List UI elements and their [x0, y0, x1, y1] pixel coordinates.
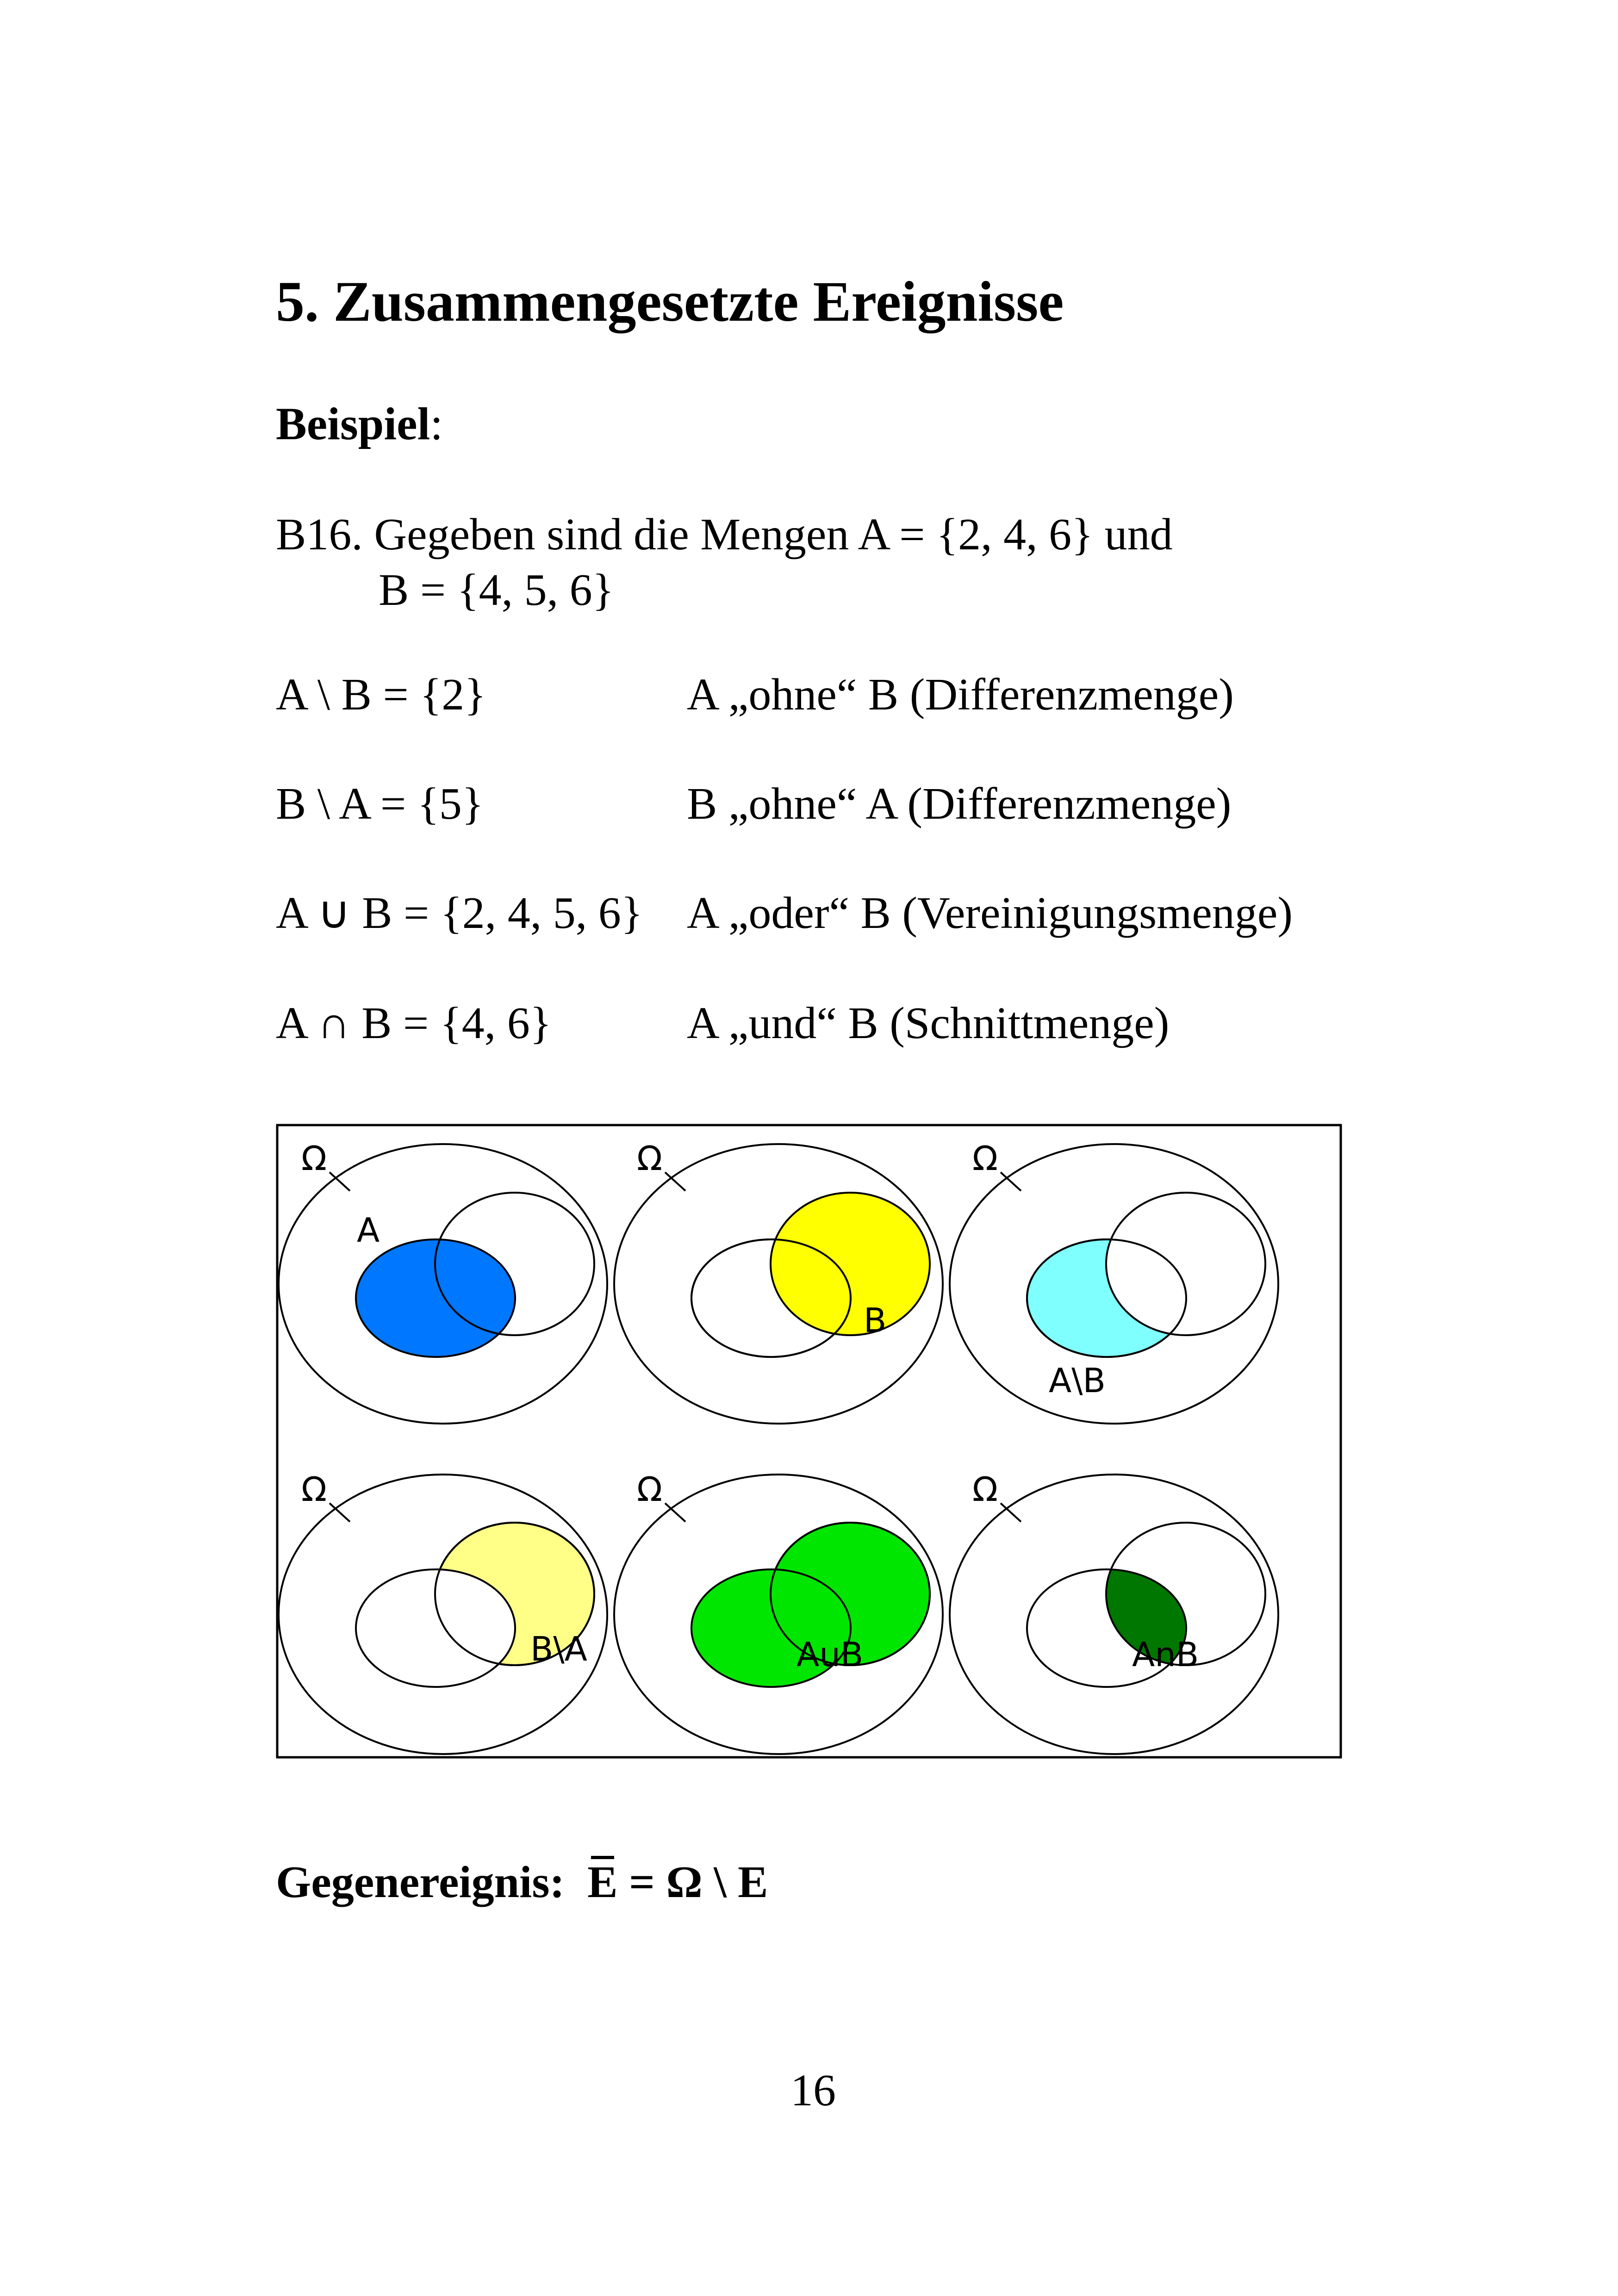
omega-pointer: [329, 1171, 351, 1192]
set-description-1: A „ohne“ B (Differenzmenge): [687, 670, 1234, 720]
omega-pointer: [1000, 1171, 1022, 1192]
omega-circle: [278, 1474, 608, 1755]
venn-label-a-intersect-b: AnB: [1132, 1635, 1199, 1674]
set-expression-4: A ∩ B = {4, 6}: [276, 998, 552, 1048]
example-colon: :: [430, 398, 443, 449]
venn-panel-a-union-b: Ω AuB: [613, 1470, 944, 1755]
example-label: Beispiel: [276, 398, 430, 449]
set-description-3: A „oder“ B (Vereinigungsmenge): [687, 888, 1293, 938]
omega-pointer: [664, 1502, 686, 1523]
omega-label: Ω: [972, 1139, 998, 1178]
set-a-outline: [1026, 1238, 1187, 1358]
omega-label: Ω: [637, 1470, 662, 1509]
set-b-cutout: [1105, 1192, 1266, 1336]
omega-pointer: [664, 1171, 686, 1192]
set-b-outline: [1105, 1522, 1266, 1666]
venn-diagram-grid: Ω A Ω B Ω A\B Ω B\A Ω: [276, 1124, 1342, 1759]
complement-formula: Gegenereignis: E = Ω \ E: [276, 1856, 768, 1907]
page-title: 5. Zusammengesetzte Ereignisse: [276, 270, 1064, 333]
omega-pointer: [329, 1502, 351, 1523]
set-b-outline: [770, 1522, 931, 1666]
omega-label: Ω: [637, 1139, 662, 1178]
set-a-filled: [691, 1568, 852, 1688]
complement-label: Gegenereignis:: [276, 1857, 565, 1907]
set-a-cutout: [355, 1568, 516, 1688]
set-description-2: B „ohne“ A (Differenzmenge): [687, 779, 1232, 829]
venn-panel-a: Ω A: [278, 1139, 608, 1425]
set-a-outline-top: [691, 1238, 852, 1358]
omega-circle: [278, 1143, 608, 1425]
set-b-outline: [434, 1522, 595, 1666]
set-b-outline: [434, 1192, 595, 1336]
set-b-filled: [770, 1192, 931, 1336]
omega-label: Ω: [301, 1139, 327, 1178]
set-a-outline: [1026, 1568, 1187, 1688]
omega-circle: [949, 1143, 1279, 1425]
venn-label-a-union-b: AuB: [797, 1635, 863, 1674]
venn-label-b: B: [864, 1301, 886, 1340]
omega-pointer: [1000, 1502, 1022, 1523]
venn-panel-b-minus-a: Ω B\A: [278, 1470, 608, 1755]
omega-label: Ω: [301, 1470, 327, 1509]
omega-label: Ω: [972, 1470, 998, 1509]
set-a-filled: [355, 1238, 516, 1358]
b16-line-1: B16. Gegeben sind die Mengen A = {2, 4, …: [276, 510, 1173, 560]
set-expression-3: A ∪ B = {2, 4, 5, 6}: [276, 888, 643, 938]
omega-circle: [949, 1474, 1279, 1755]
set-expression-1: A \ B = {2}: [276, 670, 486, 720]
set-expression-2: B \ A = {5}: [276, 779, 484, 829]
omega-circle: [613, 1143, 944, 1425]
venn-label-a: A: [357, 1211, 380, 1250]
venn-panel-a-minus-b: Ω A\B: [949, 1139, 1279, 1425]
omega-circle: [613, 1474, 944, 1755]
b16-line-2: B = {4, 5, 6}: [379, 565, 614, 615]
example-heading: Beispiel:: [276, 401, 443, 447]
venn-label-a-minus-b: A\B: [1049, 1361, 1106, 1400]
complement-e-bar: E: [587, 1856, 618, 1907]
venn-label-b-minus-a: B\A: [530, 1630, 587, 1668]
venn-panel-b: Ω B: [613, 1139, 944, 1425]
complement-rest: = Ω \ E: [617, 1857, 768, 1907]
page-number: 16: [790, 2066, 836, 2116]
set-description-4: A „und“ B (Schnittmenge): [687, 998, 1170, 1048]
